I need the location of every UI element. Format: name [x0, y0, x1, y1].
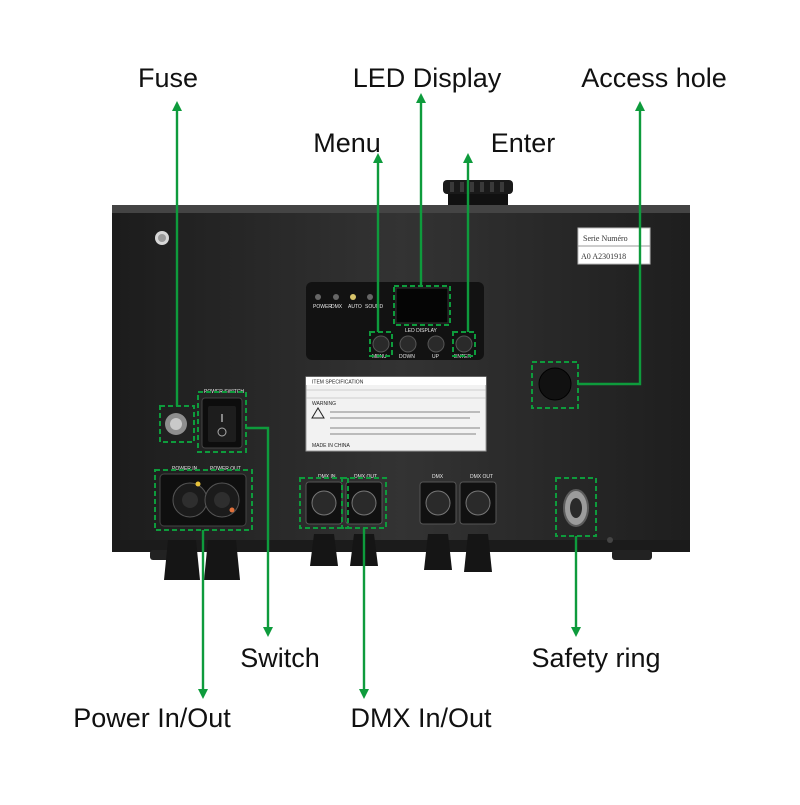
safety-ring[interactable] — [563, 489, 613, 543]
fuse-label: Fuse — [137, 63, 199, 93]
access-hole-label: Access hole — [581, 63, 727, 93]
info-plate-footer: MADE IN CHINA — [312, 443, 350, 449]
dmx-in-highlight — [299, 477, 349, 529]
serial-line-1: Serie Numéro — [583, 234, 628, 243]
power-out-label: POWER OUT — [210, 466, 241, 472]
indicator-label-1: POWER — [313, 304, 332, 310]
top-knob — [443, 180, 513, 208]
indicator-label-2: DMX — [331, 304, 343, 310]
dmx-connectors-group-2[interactable]: DMX DMX OUT — [419, 474, 497, 572]
info-plate: ITEM SPECIFICATION WARNING MADE IN CHINA — [305, 376, 487, 452]
power-in-label: POWER IN — [172, 466, 198, 472]
safety-ring-highlight — [555, 477, 597, 537]
menu-label: Menu — [313, 128, 381, 158]
fuse-holder[interactable] — [165, 413, 187, 435]
serial-sticker: Serie Numéro A0 A2301918 — [577, 227, 651, 265]
up-button[interactable] — [427, 335, 445, 353]
power-in-out-label: Power In/Out — [73, 703, 231, 733]
switch-label: Switch — [240, 643, 320, 673]
enter-label: Enter — [490, 128, 556, 158]
callout-arrows — [172, 93, 645, 699]
led-display-screen — [395, 287, 449, 324]
led-display-label: LED Display — [352, 63, 502, 93]
dmx-in-label-2: DMX — [432, 474, 444, 480]
power-connectors[interactable]: POWER IN POWER OUT — [159, 466, 247, 580]
info-plate-title: ITEM SPECIFICATION — [312, 380, 364, 386]
dmx-in-out-label: DMX In/Out — [350, 703, 492, 733]
switch-arrow — [246, 426, 273, 637]
info-plate-warning: WARNING — [312, 401, 336, 407]
down-button[interactable] — [399, 335, 417, 353]
menu-button[interactable] — [372, 335, 390, 353]
menu-highlight — [369, 331, 393, 357]
control-panel: POWER DMX AUTO SOUND LED DISPLAY MENU DO… — [306, 282, 484, 360]
enter-highlight — [452, 331, 476, 357]
access-hole-arrow — [578, 101, 645, 386]
power-highlight — [154, 469, 253, 531]
switch-highlight — [197, 391, 247, 453]
dmx-out-label-2: DMX OUT — [470, 474, 493, 480]
down-button-label: DOWN — [399, 354, 415, 360]
serial-line-2: A0 A2301918 — [581, 252, 626, 261]
indicator-label-3: AUTO — [348, 304, 362, 310]
dmx-out-label-1: DMX OUT — [354, 474, 377, 480]
enter-button[interactable] — [455, 335, 473, 353]
indicator-label-4: SOUND — [365, 304, 383, 310]
panel-title: LED DISPLAY — [405, 328, 438, 334]
safety-ring-label: Safety ring — [531, 643, 661, 673]
power-switch[interactable]: POWER SWITCH — [201, 389, 244, 449]
access-hole — [538, 367, 572, 401]
up-button-label: UP — [432, 354, 440, 360]
